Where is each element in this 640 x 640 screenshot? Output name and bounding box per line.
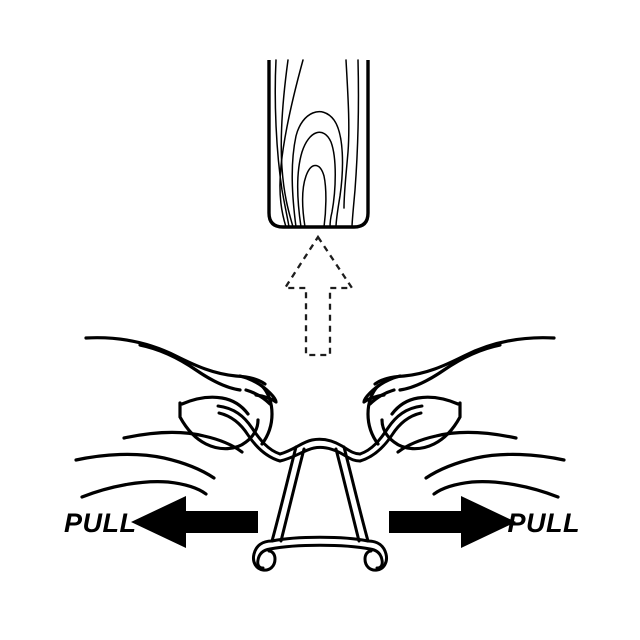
clip-right-curl-foot [363, 539, 388, 572]
wood-grain-lines [274, 59, 360, 227]
right-hand [362, 336, 566, 499]
right-middle-finger [396, 430, 518, 454]
clip-body-left-rail-outer [270, 445, 298, 543]
clip-bottom-bar-bottom [268, 543, 372, 551]
left-middle-finger [122, 430, 244, 454]
clip-right-curl-inner [368, 547, 384, 570]
right-arrow-shape [389, 496, 516, 548]
left-hand-wire-contact [260, 384, 274, 446]
left-ring-finger [74, 452, 216, 480]
pull-label-right: PULL [508, 508, 581, 538]
grain-line-arch-outer [291, 110, 344, 227]
clip-body-right-rail-outer [342, 445, 370, 543]
left-arrow-shape [131, 496, 258, 548]
right-little-finger [432, 480, 560, 499]
wire-spring-clip [216, 404, 424, 572]
left-thumb-top [180, 395, 250, 416]
right-pull-arrow [389, 496, 516, 548]
clip-right-arm-inner [358, 411, 423, 463]
left-hand-upper-contour [84, 336, 267, 386]
left-index-fingertip [238, 374, 278, 404]
right-thumb-top [390, 395, 460, 416]
left-little-finger [80, 480, 208, 499]
clip-left-arm-outer [216, 404, 282, 456]
clip-body-left-rail-inner [279, 447, 306, 543]
clip-bottom-bar-top [270, 535, 370, 543]
grain-line-arch-inner [301, 164, 327, 227]
wood-grain-block [267, 59, 370, 229]
clip-body-right-rail-inner [334, 447, 361, 543]
pull-label-left: PULL [64, 508, 137, 538]
clip-center-saddle-top [278, 437, 362, 456]
dashed-up-arrow [282, 234, 355, 357]
clip-left-arm-inner [217, 411, 282, 463]
grain-line [343, 59, 350, 209]
grain-line-arch-mid [297, 131, 336, 227]
right-hand-upper-contour [373, 336, 556, 386]
dashed-arrow-outline [282, 234, 355, 357]
right-index-nail-line [368, 388, 396, 406]
right-index-fingertip [362, 374, 402, 404]
left-pull-arrow [131, 496, 258, 548]
right-ring-finger [424, 452, 566, 480]
grain-line [351, 59, 360, 227]
clip-left-curl-foot [252, 539, 277, 572]
left-index-finger-ridge [138, 343, 242, 392]
wood-block-outline [267, 60, 370, 229]
clip-left-curl-inner [256, 547, 272, 570]
clip-right-arm-outer [358, 404, 424, 456]
right-index-finger-ridge [398, 343, 502, 392]
left-hand [74, 336, 278, 499]
grain-line [279, 59, 304, 227]
left-index-nail-line [244, 388, 272, 406]
clip-center-saddle-bottom [278, 445, 362, 463]
right-hand-wire-contact [366, 384, 380, 446]
